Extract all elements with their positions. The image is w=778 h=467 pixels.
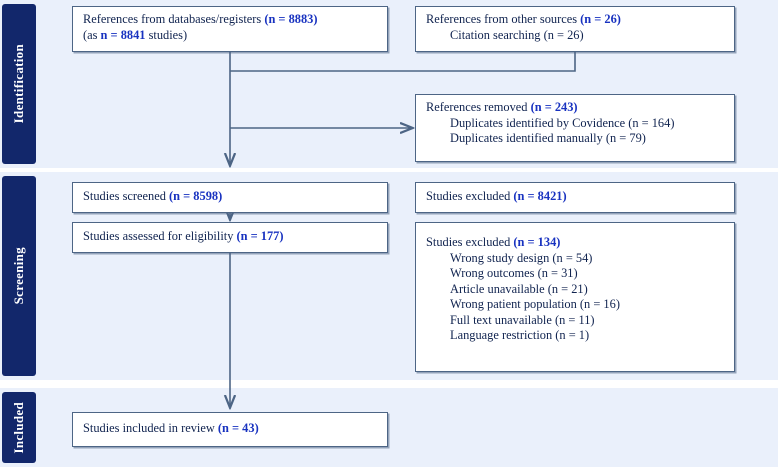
box-studies-assessed-text: Studies assessed for eligibility (n = 17…	[73, 223, 387, 245]
exclusion-reason: Article unavailable (n = 21)	[450, 281, 588, 296]
references-removed-count: (n = 243)	[530, 100, 578, 114]
databases-studies-count: n = 8841	[100, 27, 146, 42]
box-studies-excluded-screened: Studies excluded (n = 8421)	[415, 182, 735, 213]
band-label-identification: Identification	[2, 4, 36, 164]
studies-excluded-eligibility-count: (n = 134)	[513, 235, 561, 249]
exclusion-reason: Full text unavailable (n = 11)	[450, 312, 595, 327]
band-label-included: Included	[2, 392, 36, 463]
other-sources-count: (n = 26)	[580, 12, 621, 26]
box-references-removed-text: References removed (n = 243) Duplicates …	[416, 95, 734, 147]
databases-count: (n = 8883)	[264, 12, 318, 26]
studies-screened-label: Studies screened	[83, 189, 170, 203]
studies-excluded-screened-label: Studies excluded	[426, 189, 514, 203]
studies-assessed-count: (n = 177)	[236, 229, 284, 243]
box-studies-excluded-eligibility: Studies excluded (n = 134) Wrong study d…	[415, 222, 735, 372]
exclusion-reason: Language restriction (n = 1)	[450, 328, 590, 342]
studies-included-label: Studies included in review	[83, 421, 218, 435]
box-references-databases: References from databases/registers (n =…	[72, 6, 388, 52]
exclusion-reason: Wrong study design (n = 54)	[450, 250, 593, 265]
databases-label: References from databases/registers	[83, 12, 265, 26]
studies-excluded-eligibility-label: Studies excluded	[426, 235, 514, 249]
other-sources-citation-searching: Citation searching (n = 26)	[450, 27, 584, 42]
box-references-removed: References removed (n = 243) Duplicates …	[415, 94, 735, 162]
exclusion-reason: Wrong outcomes (n = 31)	[450, 266, 578, 280]
studies-assessed-label: Studies assessed for eligibility	[83, 229, 237, 243]
box-studies-assessed: Studies assessed for eligibility (n = 17…	[72, 222, 388, 253]
exclusion-reason-list: Wrong study design (n = 54)Wrong outcome…	[426, 251, 734, 344]
databases-studies-prefix: (as	[83, 27, 101, 42]
box-studies-excluded-screened-text: Studies excluded (n = 8421)	[416, 183, 734, 205]
box-references-other-sources: References from other sources (n = 26) C…	[415, 6, 735, 52]
box-studies-included-text: Studies included in review (n = 43)	[73, 413, 387, 437]
duplicates-manual: Duplicates identified manually (n = 79)	[450, 131, 646, 145]
box-studies-screened: Studies screened (n = 8598)	[72, 182, 388, 213]
databases-studies-suffix: studies)	[145, 27, 188, 42]
box-studies-included: Studies included in review (n = 43)	[72, 412, 388, 447]
duplicates-covidence: Duplicates identified by Covidence (n = …	[450, 115, 675, 130]
box-studies-excluded-eligibility-text: Studies excluded (n = 134) Wrong study d…	[416, 223, 734, 344]
other-sources-label: References from other sources	[426, 12, 581, 26]
band-label-screening: Screening	[2, 176, 36, 376]
studies-excluded-screened-count: (n = 8421)	[513, 189, 567, 203]
box-studies-screened-text: Studies screened (n = 8598)	[73, 183, 387, 205]
studies-screened-count: (n = 8598)	[169, 189, 223, 203]
references-removed-label: References removed	[426, 100, 531, 114]
exclusion-reason: Wrong patient population (n = 16)	[450, 297, 620, 311]
box-references-other-sources-text: References from other sources (n = 26) C…	[416, 7, 734, 43]
box-references-databases-text: References from databases/registers (n =…	[73, 7, 387, 43]
studies-included-count: (n = 43)	[217, 421, 259, 435]
